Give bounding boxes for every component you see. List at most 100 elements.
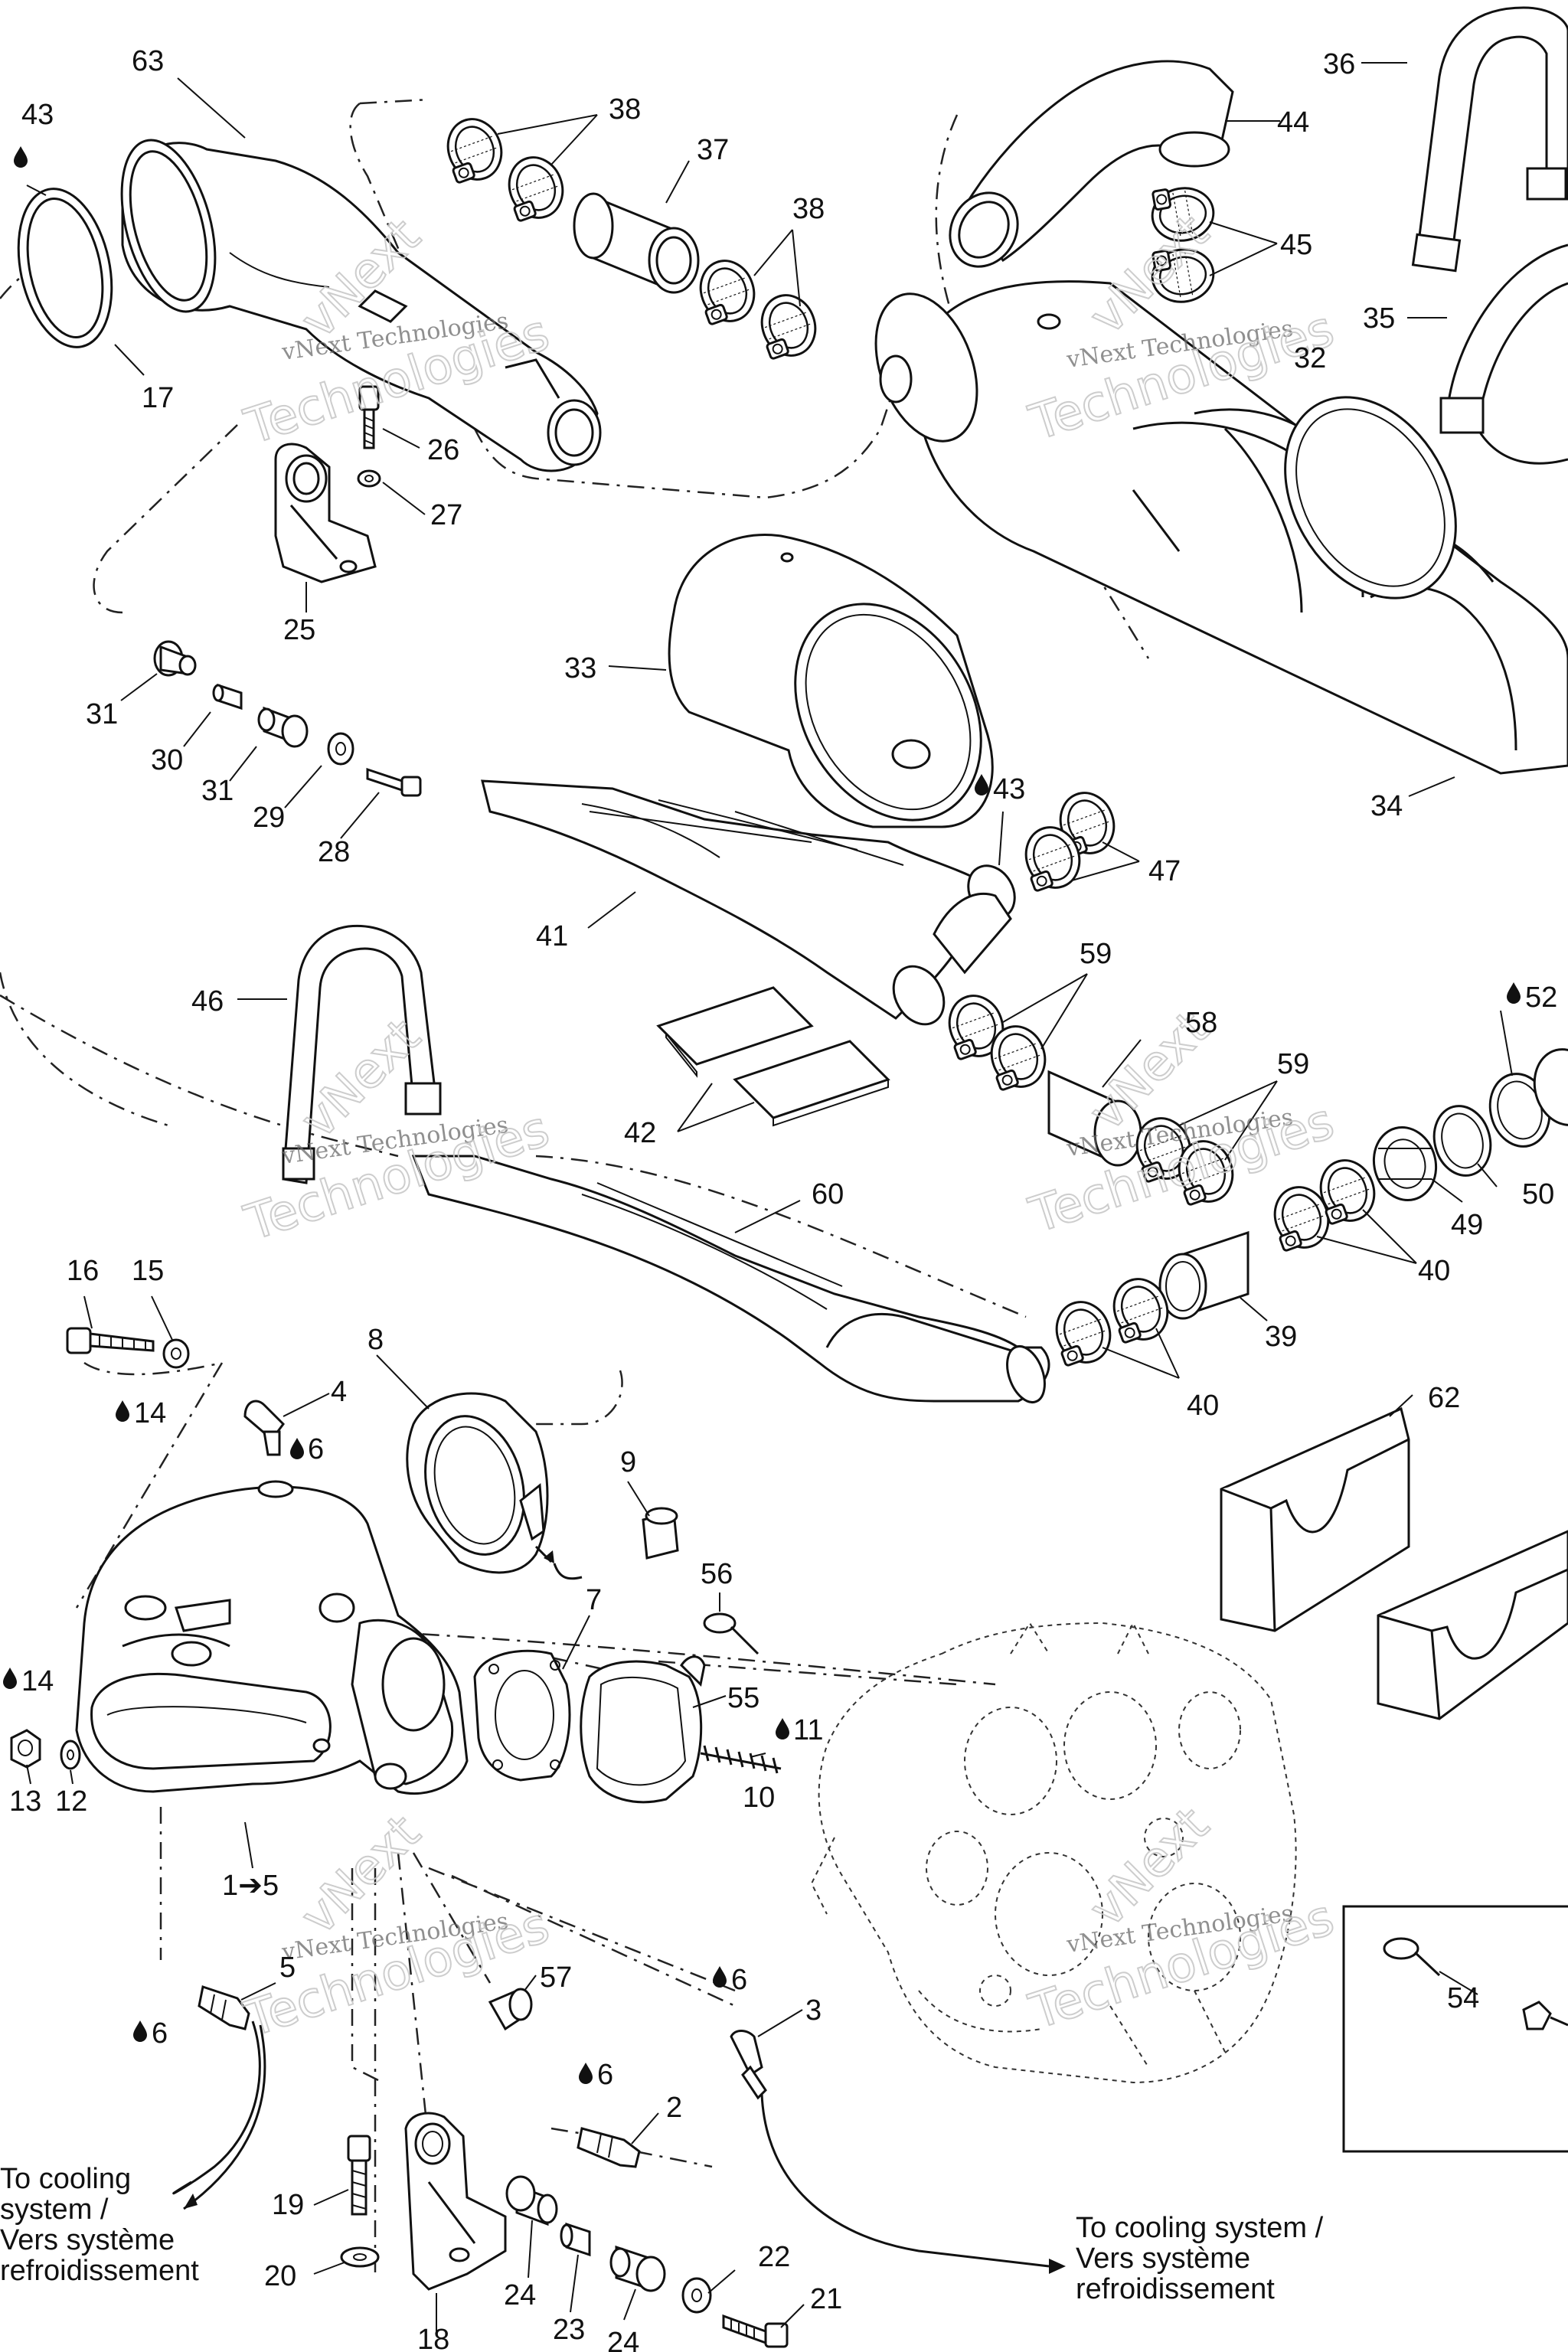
cooling-note-left: To cooling system / Vers système refroid… — [0, 2163, 199, 2287]
washer-15 — [162, 1338, 190, 1369]
bracket-18 — [404, 2112, 507, 2291]
part-labels: 63 43 38 37 38 44 36 45 35 32 17 26 27 2… — [9, 45, 1557, 2352]
bushing-31b — [257, 706, 309, 748]
washer-29 — [327, 732, 354, 766]
muffler-34 — [874, 280, 1568, 775]
part-label-24: 24 — [607, 2327, 639, 2352]
part-label-7: 7 — [586, 1584, 602, 1616]
clamp-38b-2 — [750, 286, 825, 365]
note-line: refroidissement — [0, 2255, 199, 2287]
seal-ring-43 — [17, 188, 113, 348]
part-label-21: 21 — [810, 2283, 842, 2315]
sleeve-58 — [1047, 1070, 1142, 1167]
bushing-31a — [153, 640, 197, 677]
part-label-18: 18 — [417, 2324, 449, 2352]
part-label-63: 63 — [132, 45, 164, 77]
bushing-24b — [609, 2245, 666, 2292]
plug-57 — [488, 1988, 533, 2031]
part-label-6: 6 — [152, 2017, 168, 2050]
part-label-49: 49 — [1451, 1209, 1483, 1241]
part-label-41: 41 — [536, 920, 568, 952]
part-label-46: 46 — [191, 985, 224, 1018]
detail-box — [1342, 1905, 1568, 2153]
part-label-45: 45 — [1280, 229, 1312, 261]
part-label-38: 38 — [609, 93, 641, 126]
bolt-16 — [66, 1327, 155, 1354]
part-label-50: 50 — [1522, 1178, 1554, 1210]
part-label-14: 14 — [134, 1397, 166, 1429]
spring-10 — [700, 1745, 782, 1774]
clamp-38a-1 — [436, 110, 511, 189]
part-label-54: 54 — [1447, 1982, 1479, 2014]
part-label-32: 32 — [1294, 342, 1326, 374]
note-line: Vers système — [0, 2224, 175, 2256]
part-label-58: 58 — [1185, 1007, 1217, 1039]
part-label-6: 6 — [308, 1433, 324, 1465]
engine-outline — [810, 1621, 1297, 2084]
part-label-26: 26 — [427, 434, 459, 466]
part-label-20: 20 — [264, 2260, 296, 2292]
part-label-47: 47 — [1148, 855, 1181, 887]
part-label-22: 22 — [758, 2241, 790, 2273]
part-label-16: 16 — [67, 1255, 99, 1287]
bolt-26 — [358, 385, 380, 449]
strap-46 — [282, 924, 442, 1184]
cylinder-33 — [668, 534, 994, 828]
part-label-60: 60 — [812, 1178, 844, 1210]
part-label-24: 24 — [504, 2279, 536, 2311]
pad-42a — [656, 986, 814, 1078]
fitting-5 — [198, 1985, 250, 2030]
sleeve-39 — [1158, 1230, 1250, 1320]
part-label-62: 62 — [1428, 1382, 1460, 1414]
washer-22 — [681, 2277, 712, 2314]
spacer-30 — [212, 683, 243, 710]
right-arrow-icon — [1049, 2259, 1066, 2274]
part-label-35: 35 — [1363, 302, 1395, 335]
note-line: Vers système — [1076, 2243, 1250, 2275]
part-label-3: 3 — [805, 1994, 822, 2027]
part-label-2: 2 — [666, 2092, 682, 2124]
part-label-57: 57 — [540, 1962, 572, 1994]
part-label-10: 10 — [743, 1782, 775, 1814]
part-label-9: 9 — [620, 1446, 636, 1478]
strap-35 — [1439, 243, 1568, 465]
part-label-30: 30 — [151, 744, 183, 776]
part-label-13: 13 — [9, 1785, 41, 1818]
bolt-28 — [366, 767, 422, 797]
watermark-text-large: Technologies — [1023, 1890, 1341, 2041]
part-label-29: 29 — [253, 802, 285, 834]
cooling-hoses — [172, 2020, 1050, 2268]
part-label-11: 11 — [793, 1714, 823, 1746]
part-label-38: 38 — [792, 193, 825, 225]
bolt-19 — [347, 2135, 371, 2216]
part-label-19: 19 — [272, 2189, 304, 2221]
sleeve-37 — [573, 192, 700, 294]
part-label-14: 14 — [21, 1665, 54, 1697]
part-label-27: 27 — [430, 499, 462, 531]
part-label-8: 8 — [368, 1324, 384, 1356]
spacer-9 — [642, 1507, 679, 1560]
nut-13 — [10, 1729, 41, 1769]
washer-12 — [60, 1740, 81, 1770]
bolt-21 — [722, 2314, 789, 2348]
exhaust-pipe-60 — [411, 1155, 1050, 1403]
small-arrow-icon — [544, 1550, 583, 1580]
part-label-12: 12 — [55, 1785, 87, 1818]
part-label-37: 37 — [697, 134, 729, 166]
cooling-note-right: To cooling system / Vers système refroid… — [1076, 2212, 1324, 2305]
ring-52 — [1488, 1048, 1568, 1148]
clamp-40b-1 — [1045, 1293, 1120, 1372]
part-label-28: 28 — [318, 836, 350, 868]
note-line: To cooling system / — [1076, 2212, 1324, 2244]
part-label-59: 59 — [1277, 1048, 1309, 1080]
exhaust-adaptor-63 — [120, 139, 602, 472]
part-label-31: 31 — [201, 775, 234, 807]
part-label-52: 52 — [1525, 982, 1557, 1014]
part-label-4: 4 — [331, 1376, 347, 1408]
exhaust-manifold-1 — [75, 1480, 469, 1795]
part-label-44: 44 — [1277, 106, 1309, 139]
part-label-25: 25 — [283, 614, 315, 646]
ring-50 — [1432, 1105, 1492, 1177]
flange-8 — [406, 1392, 553, 1574]
strap-36 — [1411, 6, 1568, 273]
